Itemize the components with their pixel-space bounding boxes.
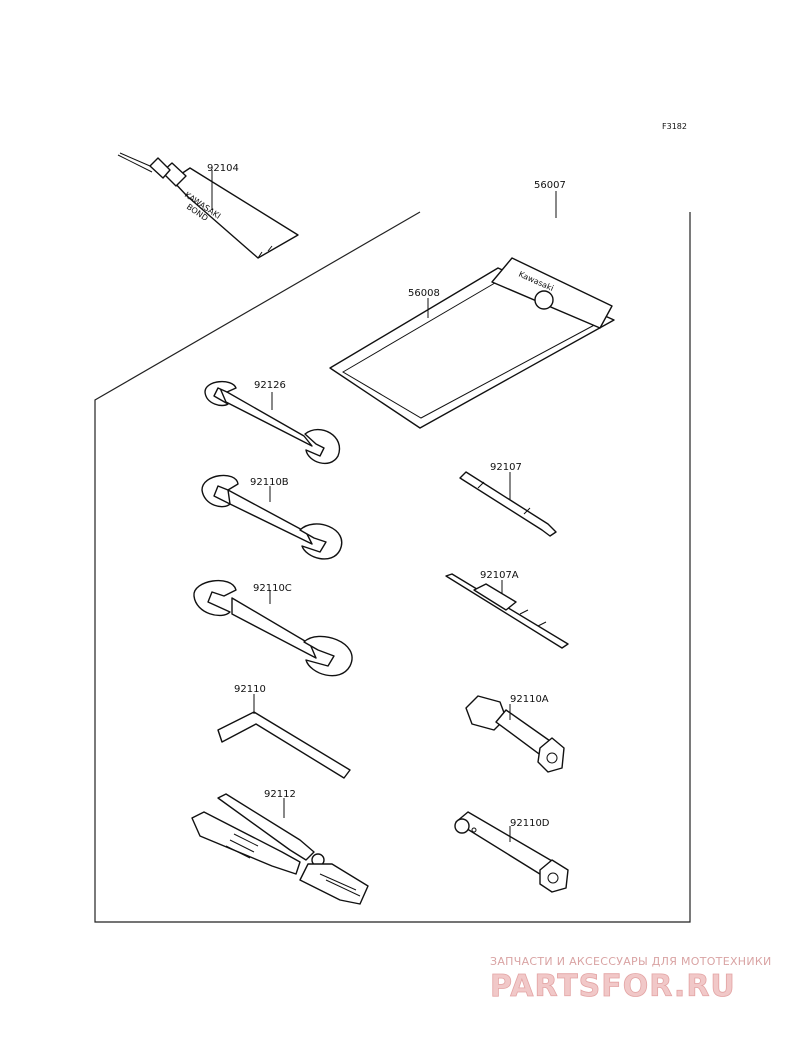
label-92112[interactable]: 92112 (264, 789, 296, 800)
tool-bag[interactable]: Kawasaki (329, 257, 615, 429)
label-92104[interactable]: 92104 (207, 163, 239, 174)
watermark-tagline: ЗАПЧАСТИ И АКСЕССУАРЫ ДЛЯ МОТОТЕХНИКИ (490, 955, 772, 968)
adhesive-tube[interactable]: KAWASAKI BOND (117, 152, 299, 259)
label-56008[interactable]: 56008 (408, 288, 440, 299)
label-92126[interactable]: 92126 (254, 380, 286, 391)
screwdriver-bit[interactable] (459, 471, 557, 537)
label-92110B[interactable]: 92110B (250, 477, 289, 488)
label-92107A[interactable]: 92107A (480, 570, 519, 581)
hex-key[interactable] (217, 711, 351, 779)
watermark-site[interactable]: PARTSFOR.RU (490, 969, 736, 1005)
wrench-92126[interactable] (204, 381, 341, 465)
wrench-92110c[interactable] (193, 579, 353, 677)
label-92110A[interactable]: 92110A (510, 694, 549, 705)
label-92110[interactable]: 92110 (234, 684, 266, 695)
box-wrench[interactable] (454, 811, 569, 893)
label-92110D[interactable]: 92110D (510, 818, 550, 829)
pliers[interactable] (191, 793, 369, 905)
label-56007[interactable]: 56007 (534, 180, 566, 191)
spark-plug-wrench[interactable] (465, 695, 565, 773)
figure-code: F3182 (662, 122, 687, 131)
screwdriver-handle[interactable] (445, 573, 569, 649)
label-92110C[interactable]: 92110C (253, 583, 292, 594)
tool-kit-frame (94, 211, 691, 923)
label-92107[interactable]: 92107 (490, 462, 522, 473)
wrench-92110b[interactable] (201, 474, 343, 560)
